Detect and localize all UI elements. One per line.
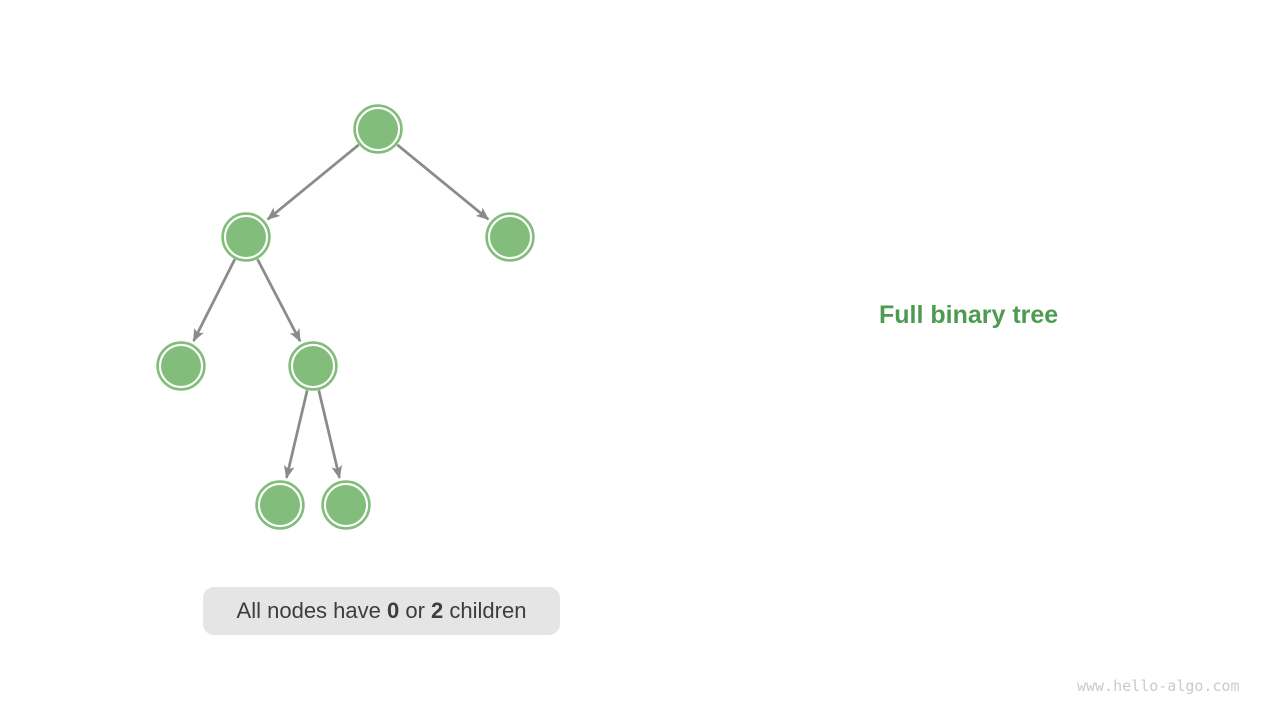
caption-text: children bbox=[443, 598, 527, 623]
tree-edge-arrow bbox=[317, 389, 343, 479]
tree-edge-arrow bbox=[283, 389, 309, 479]
tree-node bbox=[255, 480, 305, 530]
caption-text: or bbox=[399, 598, 432, 623]
tree-edge-arrow bbox=[396, 143, 490, 221]
caption-pill: All nodes have 0 or 2 children bbox=[203, 587, 560, 635]
tree-node bbox=[156, 341, 206, 391]
tree-node bbox=[353, 104, 403, 154]
tree-edge-arrow bbox=[266, 143, 360, 221]
caption-bold-number: 2 bbox=[431, 598, 444, 623]
caption-bold-number: 0 bbox=[386, 598, 400, 623]
tree-node bbox=[221, 212, 271, 262]
tree-node bbox=[321, 480, 371, 530]
tree-node bbox=[485, 212, 535, 262]
tree-edge-arrow bbox=[256, 258, 302, 343]
tree-edge-arrow bbox=[192, 258, 237, 342]
caption-text: All nodes have bbox=[236, 598, 387, 623]
diagram-title: Full binary tree bbox=[879, 301, 1059, 329]
tree-node bbox=[288, 341, 338, 391]
watermark: www.hello-algo.com bbox=[1077, 677, 1240, 695]
